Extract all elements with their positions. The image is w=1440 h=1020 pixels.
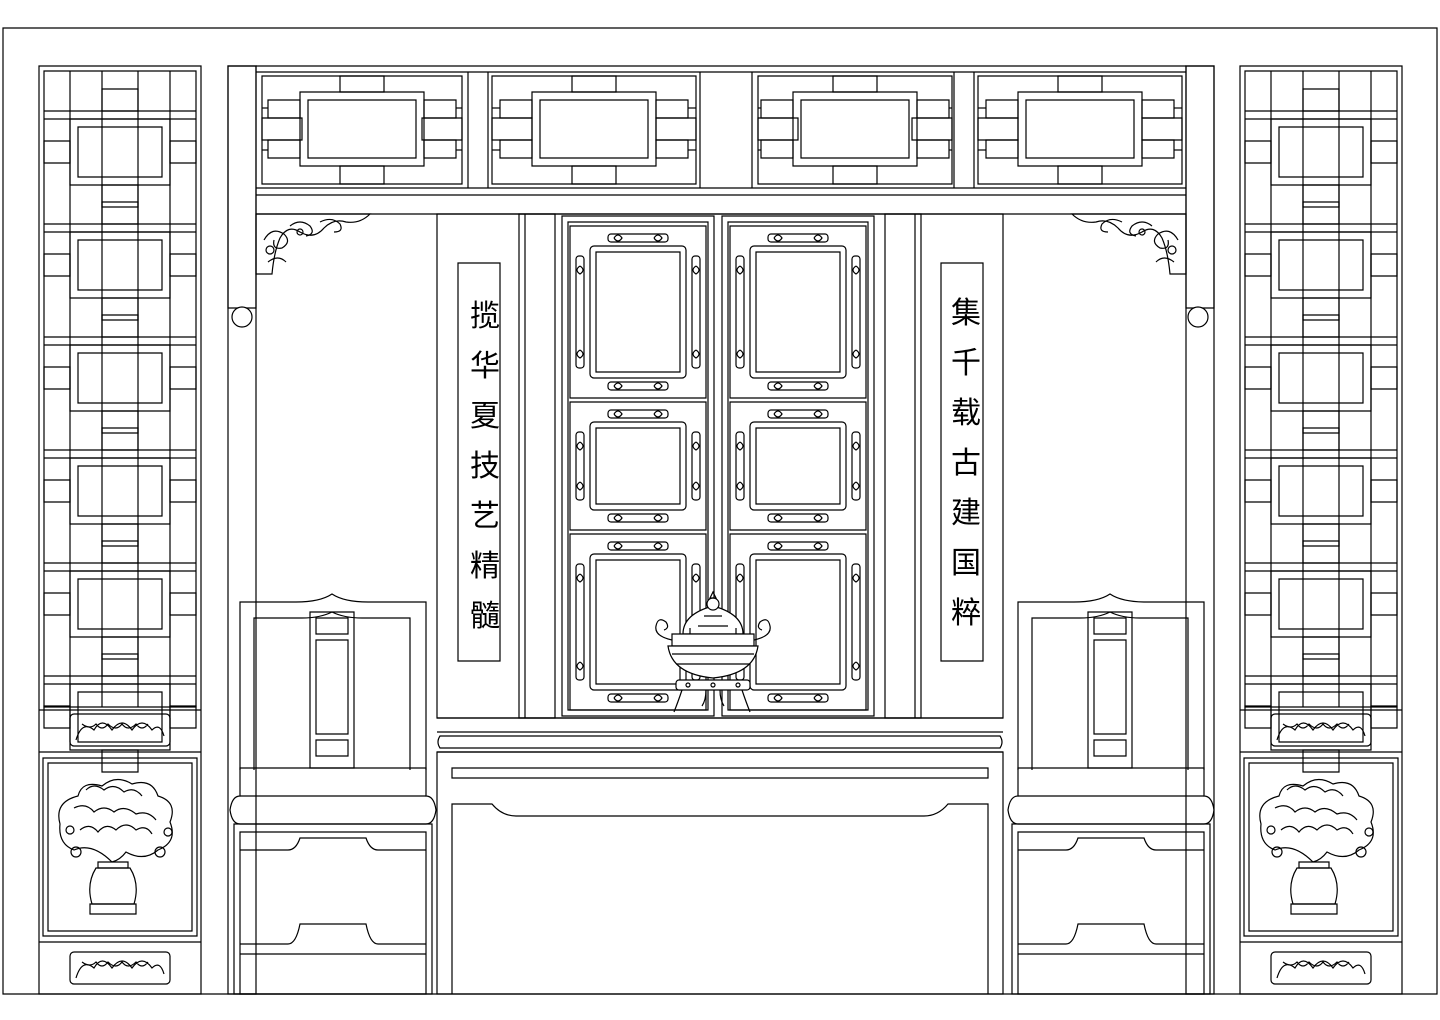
couplet-character: 髓 bbox=[470, 599, 500, 634]
couplet-character: 古 bbox=[951, 446, 981, 481]
left-vase-panel bbox=[43, 758, 197, 936]
couplet-character: 华 bbox=[470, 349, 500, 384]
couplet-character: 国 bbox=[951, 546, 981, 581]
left-carved-relief-bottom bbox=[70, 952, 170, 984]
right-scroll-bracket-icon bbox=[1072, 214, 1186, 274]
left-carved-relief-top bbox=[70, 714, 170, 746]
couplet-character: 载 bbox=[951, 396, 981, 431]
incense-burner-icon bbox=[656, 592, 770, 712]
right-carved-relief-top bbox=[1271, 714, 1371, 746]
right-vase-panel bbox=[1244, 758, 1398, 936]
right-carved-relief-bottom bbox=[1271, 952, 1371, 984]
couplet-character: 技 bbox=[470, 449, 500, 484]
right-lattice-panel bbox=[1245, 71, 1397, 772]
left-scroll-bracket-icon bbox=[256, 214, 370, 274]
left-armchair bbox=[230, 594, 436, 994]
right-flower-vase-icon bbox=[1260, 779, 1373, 914]
right-armchair bbox=[1008, 594, 1214, 994]
couplet-character: 艺 bbox=[470, 499, 500, 534]
couplet-character: 集 bbox=[951, 296, 981, 331]
couplet-character: 夏 bbox=[470, 399, 500, 434]
altar-table bbox=[437, 718, 1003, 994]
left-side-screen bbox=[39, 66, 201, 994]
couplet-character: 精 bbox=[470, 549, 500, 584]
couplet-character: 千 bbox=[951, 346, 981, 381]
couplet-character: 建 bbox=[951, 496, 981, 531]
right-side-screen bbox=[1240, 66, 1402, 994]
transom-lattice bbox=[262, 72, 1182, 188]
central-frame bbox=[228, 66, 1214, 994]
couplet-character: 粹 bbox=[951, 596, 981, 631]
drawing-frame bbox=[3, 28, 1437, 994]
left-flower-vase-icon bbox=[59, 779, 172, 914]
left-lattice-panel bbox=[44, 71, 196, 772]
couplet-character: 揽 bbox=[470, 299, 500, 334]
